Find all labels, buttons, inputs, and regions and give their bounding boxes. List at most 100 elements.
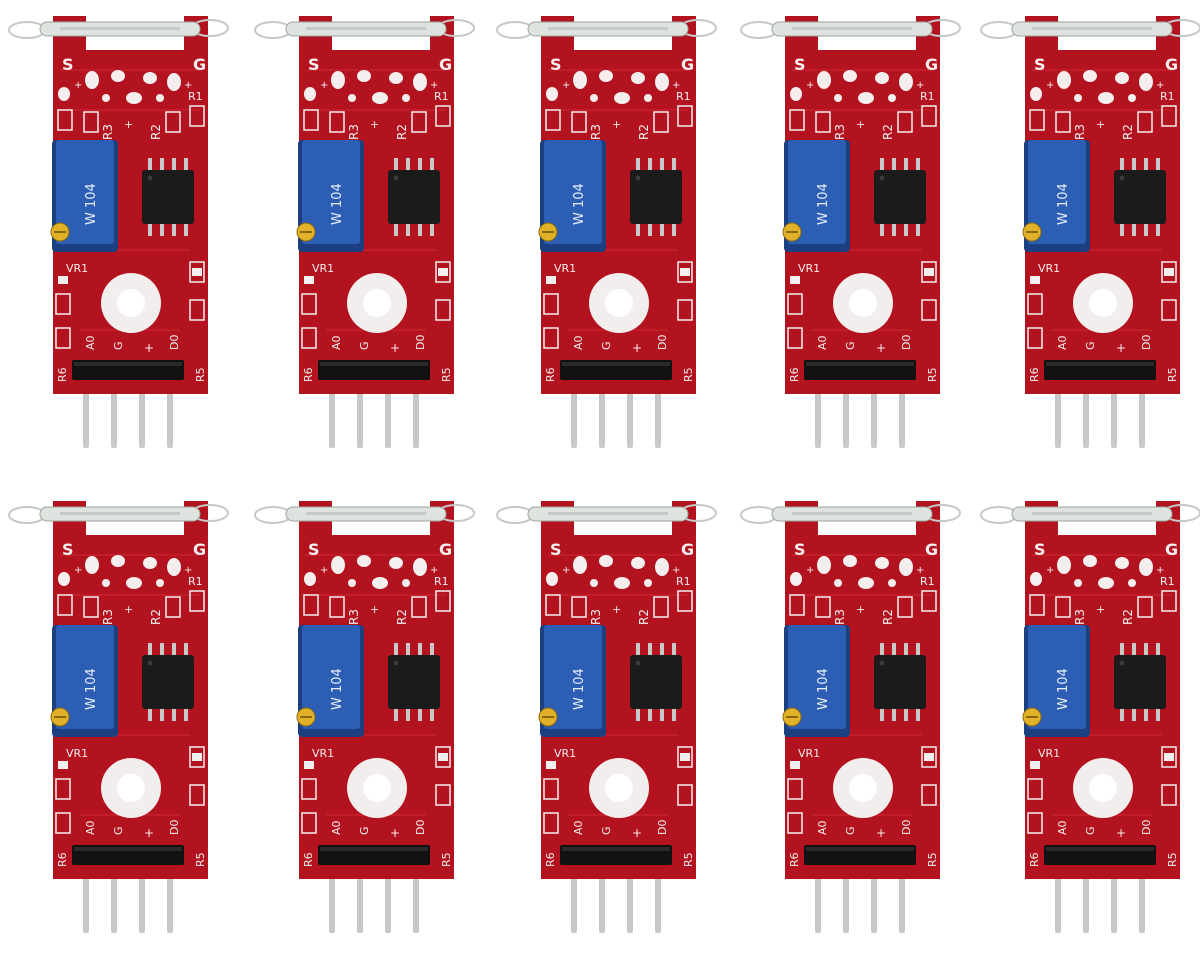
label-r2: R2 [1121,124,1135,140]
label-plus-mid: + [856,603,865,616]
label-r5: R5 [194,367,207,382]
label-r1: R1 [188,90,203,103]
label-ground: G [193,55,206,74]
potentiometer [50,625,118,737]
label-vr1: VR1 [66,262,88,275]
label-signal: S [550,540,562,559]
sensor-module-drawing: S G + + R1 + R3 R2 W 104 VR1 A0 G + D0 R… [496,16,717,448]
label-pin-g: G [112,341,125,350]
label-r2: R2 [637,609,651,625]
smd-resistors [787,590,937,834]
label-pin-plus: + [1116,826,1126,840]
pin-header [1044,360,1156,380]
pin-header [72,845,184,865]
label-pin-g: G [600,826,613,835]
pin-header [560,360,672,380]
solder-pads [58,555,181,589]
pcb-board [785,501,940,879]
reed-switch-sensor-module: S G + + R1 + R3 R2 W 104 VR1 A0 G + D0 R… [246,0,476,470]
label-plus-left: + [806,565,814,576]
label-plus-mid: + [124,603,133,616]
reed-switch-sensor-module: S G + + R1 + R3 R2 W 104 VR1 A0 G + D0 R… [488,0,718,470]
label-r1: R1 [920,575,935,588]
pcb-board [541,16,696,394]
label-r2: R2 [881,609,895,625]
solder-pads [304,555,427,589]
label-plus-left: + [562,565,570,576]
potentiometer [50,140,118,252]
pcb-board [299,501,454,879]
label-r2: R2 [395,124,409,140]
sensor-module-drawing: S G + + R1 + R3 R2 W 104 VR1 A0 G + D0 R… [496,501,717,933]
pcb-board [299,16,454,394]
label-pin-d0: D0 [656,820,669,835]
label-pin-d0: D0 [900,820,913,835]
smd-resistors [55,590,205,834]
solder-pads [790,70,913,104]
label-r6: R6 [302,367,315,382]
label-vr1: VR1 [798,747,820,760]
label-pot-code: W 104 [1056,183,1071,225]
label-r6: R6 [544,852,557,867]
label-signal: S [794,540,806,559]
label-ground: G [681,540,694,559]
label-pin-d0: D0 [168,820,181,835]
label-r3: R3 [101,609,115,625]
label-pin-a0: A0 [816,820,829,835]
label-r1: R1 [920,90,935,103]
label-pot-code: W 104 [816,668,831,710]
pin-header [1044,845,1156,865]
label-plus-right: + [430,565,438,576]
label-ground: G [193,540,206,559]
led-footprints [790,753,934,769]
label-vr1: VR1 [312,262,334,275]
pcb-board [785,16,940,394]
label-pin-plus: + [144,826,154,840]
label-pin-g: G [844,826,857,835]
label-r3: R3 [347,609,361,625]
label-r5: R5 [1166,367,1179,382]
label-pin-a0: A0 [572,820,585,835]
label-r3: R3 [589,124,603,140]
label-r2: R2 [881,124,895,140]
ic-chip [388,158,440,236]
pin-header [72,360,184,380]
label-r3: R3 [1073,124,1087,140]
silkscreen-labels: S G + + R1 + R3 R2 W 104 VR1 A0 G + D0 R… [56,55,207,382]
label-vr1: VR1 [66,747,88,760]
label-r3: R3 [589,609,603,625]
sensor-module-drawing: S G + + R1 + R3 R2 W 104 VR1 A0 G + D0 R… [254,501,475,933]
reed-switch-sensor-module: S G + + R1 + R3 R2 W 104 VR1 A0 G + D0 R… [488,485,718,955]
label-plus-right: + [1156,80,1164,91]
mounting-hole [101,273,161,333]
solder-pads [1030,70,1153,104]
label-r3: R3 [101,124,115,140]
reed-switch-sensor-module: S G + + R1 + R3 R2 W 104 VR1 A0 G + D0 R… [732,485,962,955]
mounting-hole [347,273,407,333]
label-pin-g: G [1084,341,1097,350]
label-pin-a0: A0 [1056,335,1069,350]
label-plus-mid: + [370,118,379,131]
led-footprints [790,268,934,284]
label-pin-d0: D0 [1140,335,1153,350]
label-plus-right: + [430,80,438,91]
ic-chip [1114,158,1166,236]
potentiometer [296,625,364,737]
solder-pads [304,70,427,104]
smd-resistors [55,105,205,349]
reed-switch-sensor-module: S G + + R1 + R3 R2 W 104 VR1 A0 G + D0 R… [732,0,962,470]
smd-resistors [301,590,451,834]
label-pin-a0: A0 [330,820,343,835]
mounting-hole [1073,273,1133,333]
label-pot-code: W 104 [572,668,587,710]
label-plus-left: + [1046,80,1054,91]
led-footprints [304,268,448,284]
label-vr1: VR1 [554,262,576,275]
potentiometer [782,625,850,737]
label-r2: R2 [149,609,163,625]
label-ground: G [681,55,694,74]
solder-pads [546,555,669,589]
silkscreen-labels: S G + + R1 + R3 R2 W 104 VR1 A0 G + D0 R… [1028,540,1179,867]
label-r3: R3 [1073,609,1087,625]
